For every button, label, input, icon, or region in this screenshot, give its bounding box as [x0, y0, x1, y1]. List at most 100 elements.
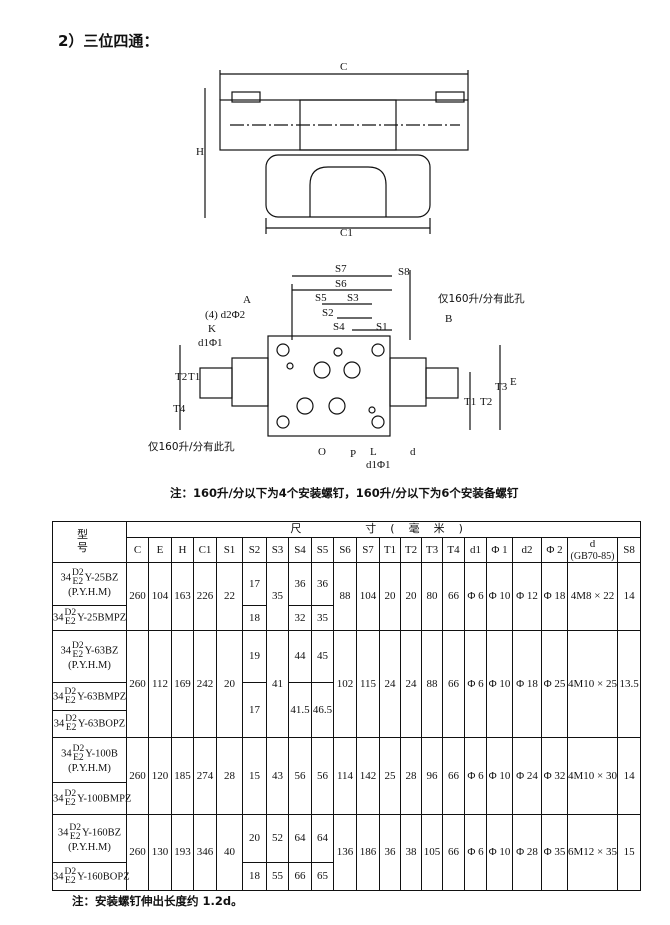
column-header: Φ 2	[541, 536, 568, 564]
cell-t3: 80	[421, 562, 443, 632]
d-standard: (GB70-85)	[570, 550, 615, 562]
cell-s1: 22	[216, 562, 243, 632]
dim-label-s2: S2	[322, 307, 334, 319]
variant-e2: E2	[72, 649, 84, 660]
column-header: S7	[356, 536, 380, 564]
cell-t1: 24	[379, 630, 401, 739]
cell-s5: 46.5	[311, 682, 334, 739]
cell-e: 104	[148, 562, 172, 632]
cell-s2: 17	[242, 682, 267, 739]
mounting-screw-note: 注：160升/分以下为4个安装螺钉，160升/分以下为6个安装备螺钉	[170, 486, 519, 500]
cell-e: 130	[148, 814, 172, 892]
dim-label-t1-right: T1	[464, 396, 476, 408]
label-d1-phi1-left: d1Φ1	[198, 337, 223, 349]
cell-phi1: Φ 10	[486, 737, 513, 816]
valve-drawings: C H C1	[148, 61, 525, 471]
cell-s1: 20	[216, 630, 243, 739]
column-header-s8: S8	[616, 536, 642, 564]
cell-phi2: Φ 18	[541, 562, 568, 632]
variant-e2: E2	[73, 753, 84, 764]
cell-s4: 41.5	[288, 682, 312, 739]
column-header: C1	[193, 536, 217, 564]
cell-phi1: Φ 10	[486, 630, 513, 739]
column-header: T2	[400, 536, 422, 564]
cell-phi2: Φ 32	[541, 737, 568, 816]
variant-e2: E2	[65, 797, 76, 808]
cell-c: 260	[126, 814, 149, 892]
model-name: Y-160BOPZ	[77, 871, 130, 883]
valve-plate-view	[179, 270, 501, 437]
cell-t1: 25	[379, 737, 401, 816]
dim-label-t2: T2	[175, 371, 187, 383]
port-label-a: A	[243, 294, 251, 306]
model-name: Y-25BMPZ	[77, 612, 127, 624]
cell-phi2: Φ 25	[541, 630, 568, 739]
screw-length-note: 注：安装螺钉伸出长度约 1.2d。	[72, 894, 243, 908]
cell-s4: 36	[288, 562, 312, 607]
column-header: S1	[216, 536, 243, 564]
cell-s3: 55	[266, 862, 289, 892]
cell-s2: 20	[242, 814, 267, 864]
cell-d: 4M8 × 22	[567, 562, 618, 632]
cell-d1: Φ 6	[464, 737, 487, 816]
cell-h: 169	[171, 630, 194, 739]
cell-c1: 274	[193, 737, 217, 816]
model-suffix: (P.Y.H.M)	[68, 841, 111, 853]
cell-s6: 136	[333, 814, 357, 892]
variant-e2: E2	[72, 577, 84, 588]
dim-label-t3: T3	[495, 381, 508, 393]
variant-d2: D2	[72, 568, 84, 579]
model-name: Y-160BZ	[82, 827, 122, 839]
model-name: Y-63BOPZ	[77, 718, 126, 730]
model-header: 型 号	[52, 520, 127, 564]
cell-s3: 43	[266, 737, 289, 816]
note-only-160-right: 仅160升/分有此孔	[438, 292, 525, 305]
cell-s4: 56	[288, 737, 312, 816]
cell-d: 6M12 × 35	[567, 814, 618, 892]
column-header: T4	[442, 536, 465, 564]
column-header-d: d(GB70-85)	[567, 536, 618, 564]
dim-label-e: E	[510, 376, 517, 388]
column-header: S4	[288, 536, 312, 564]
column-header: T1	[379, 536, 401, 564]
model-suffix: (P.Y.H.M)	[68, 587, 111, 599]
column-header: S3	[266, 536, 289, 564]
cell-s4: 32	[288, 605, 312, 632]
variant-d2: D2	[64, 686, 77, 697]
model-prefix: 34	[53, 691, 64, 703]
variant-d2: D2	[64, 788, 77, 799]
column-header: Φ 1	[486, 536, 513, 564]
variant-d2: D2	[72, 640, 84, 651]
model-prefix: 34	[61, 748, 72, 760]
cell-d1: Φ 6	[464, 814, 487, 892]
port-label-o: O	[318, 446, 326, 458]
cell-phi1: Φ 10	[486, 562, 513, 632]
column-header: d1	[464, 536, 487, 564]
variant-d2: D2	[64, 866, 77, 877]
model-name: Y-63BMPZ	[77, 691, 127, 703]
model-suffix: (P.Y.H.M)	[68, 763, 111, 775]
cell-s8: 15	[616, 814, 642, 892]
cell-d2: Φ 12	[512, 562, 542, 632]
cell-s8: 14	[616, 737, 642, 816]
model-prefix: 34	[60, 572, 72, 584]
cell-s4: 64	[288, 814, 312, 864]
cell-s5: 45	[311, 630, 334, 684]
model-prefix: 34	[53, 793, 64, 805]
label-d: d	[410, 446, 416, 458]
cell-c1: 226	[193, 562, 217, 632]
variant-e2: E2	[65, 695, 76, 706]
cell-d2: Φ 24	[512, 737, 542, 816]
cell-s5: 65	[311, 862, 334, 892]
cell-phi2: Φ 35	[541, 814, 568, 892]
